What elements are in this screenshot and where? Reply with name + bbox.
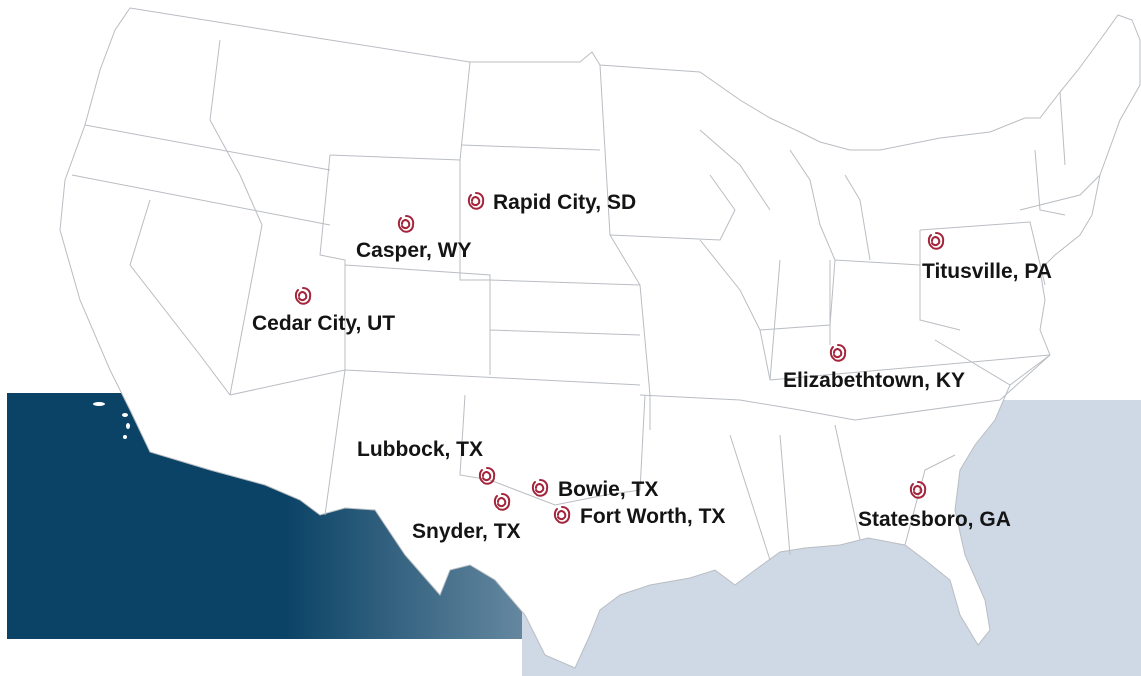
location-label: Snyder, TX <box>412 520 521 543</box>
swirl-marker-icon <box>829 344 847 362</box>
us-landmass <box>59 7 1141 669</box>
swirl-marker-icon <box>478 467 496 485</box>
swirl-marker-icon <box>493 493 511 511</box>
location-titusville: Titusville, PA <box>922 232 1052 283</box>
swirl-marker-icon <box>553 506 571 524</box>
locations-layer: Rapid City, SD Casper, WY Cedar City, UT Ti… <box>252 191 1052 543</box>
swirl-marker-icon <box>531 479 549 497</box>
location-label: Rapid City, SD <box>493 191 636 214</box>
location-label: Fort Worth, TX <box>580 505 725 528</box>
swirl-marker-icon <box>927 232 945 250</box>
location-lubbock: Lubbock, TX <box>357 438 496 485</box>
swirl-marker-icon <box>294 287 312 305</box>
location-statesboro: Statesboro, GA <box>858 481 1011 531</box>
location-label: Bowie, TX <box>558 478 658 501</box>
location-elizabethtown: Elizabethtown, KY <box>783 344 965 392</box>
channel-islands <box>93 402 130 439</box>
location-snyder: Snyder, TX <box>412 493 521 543</box>
location-label: Titusville, PA <box>922 260 1052 283</box>
swirl-marker-icon <box>909 481 927 499</box>
location-fort-worth: Fort Worth, TX <box>553 505 725 528</box>
location-bowie: Bowie, TX <box>531 478 658 501</box>
location-label: Cedar City, UT <box>252 312 395 335</box>
location-rapid-city: Rapid City, SD <box>467 191 636 214</box>
swirl-marker-icon <box>397 215 415 233</box>
location-label: Statesboro, GA <box>858 508 1011 531</box>
swirl-marker-icon <box>467 192 485 210</box>
location-casper: Casper, WY <box>356 215 472 262</box>
location-label: Elizabethtown, KY <box>783 369 965 392</box>
state-borders <box>71 39 1101 561</box>
location-label: Lubbock, TX <box>357 438 483 461</box>
location-label: Casper, WY <box>356 239 472 262</box>
location-cedar-city: Cedar City, UT <box>252 287 395 335</box>
